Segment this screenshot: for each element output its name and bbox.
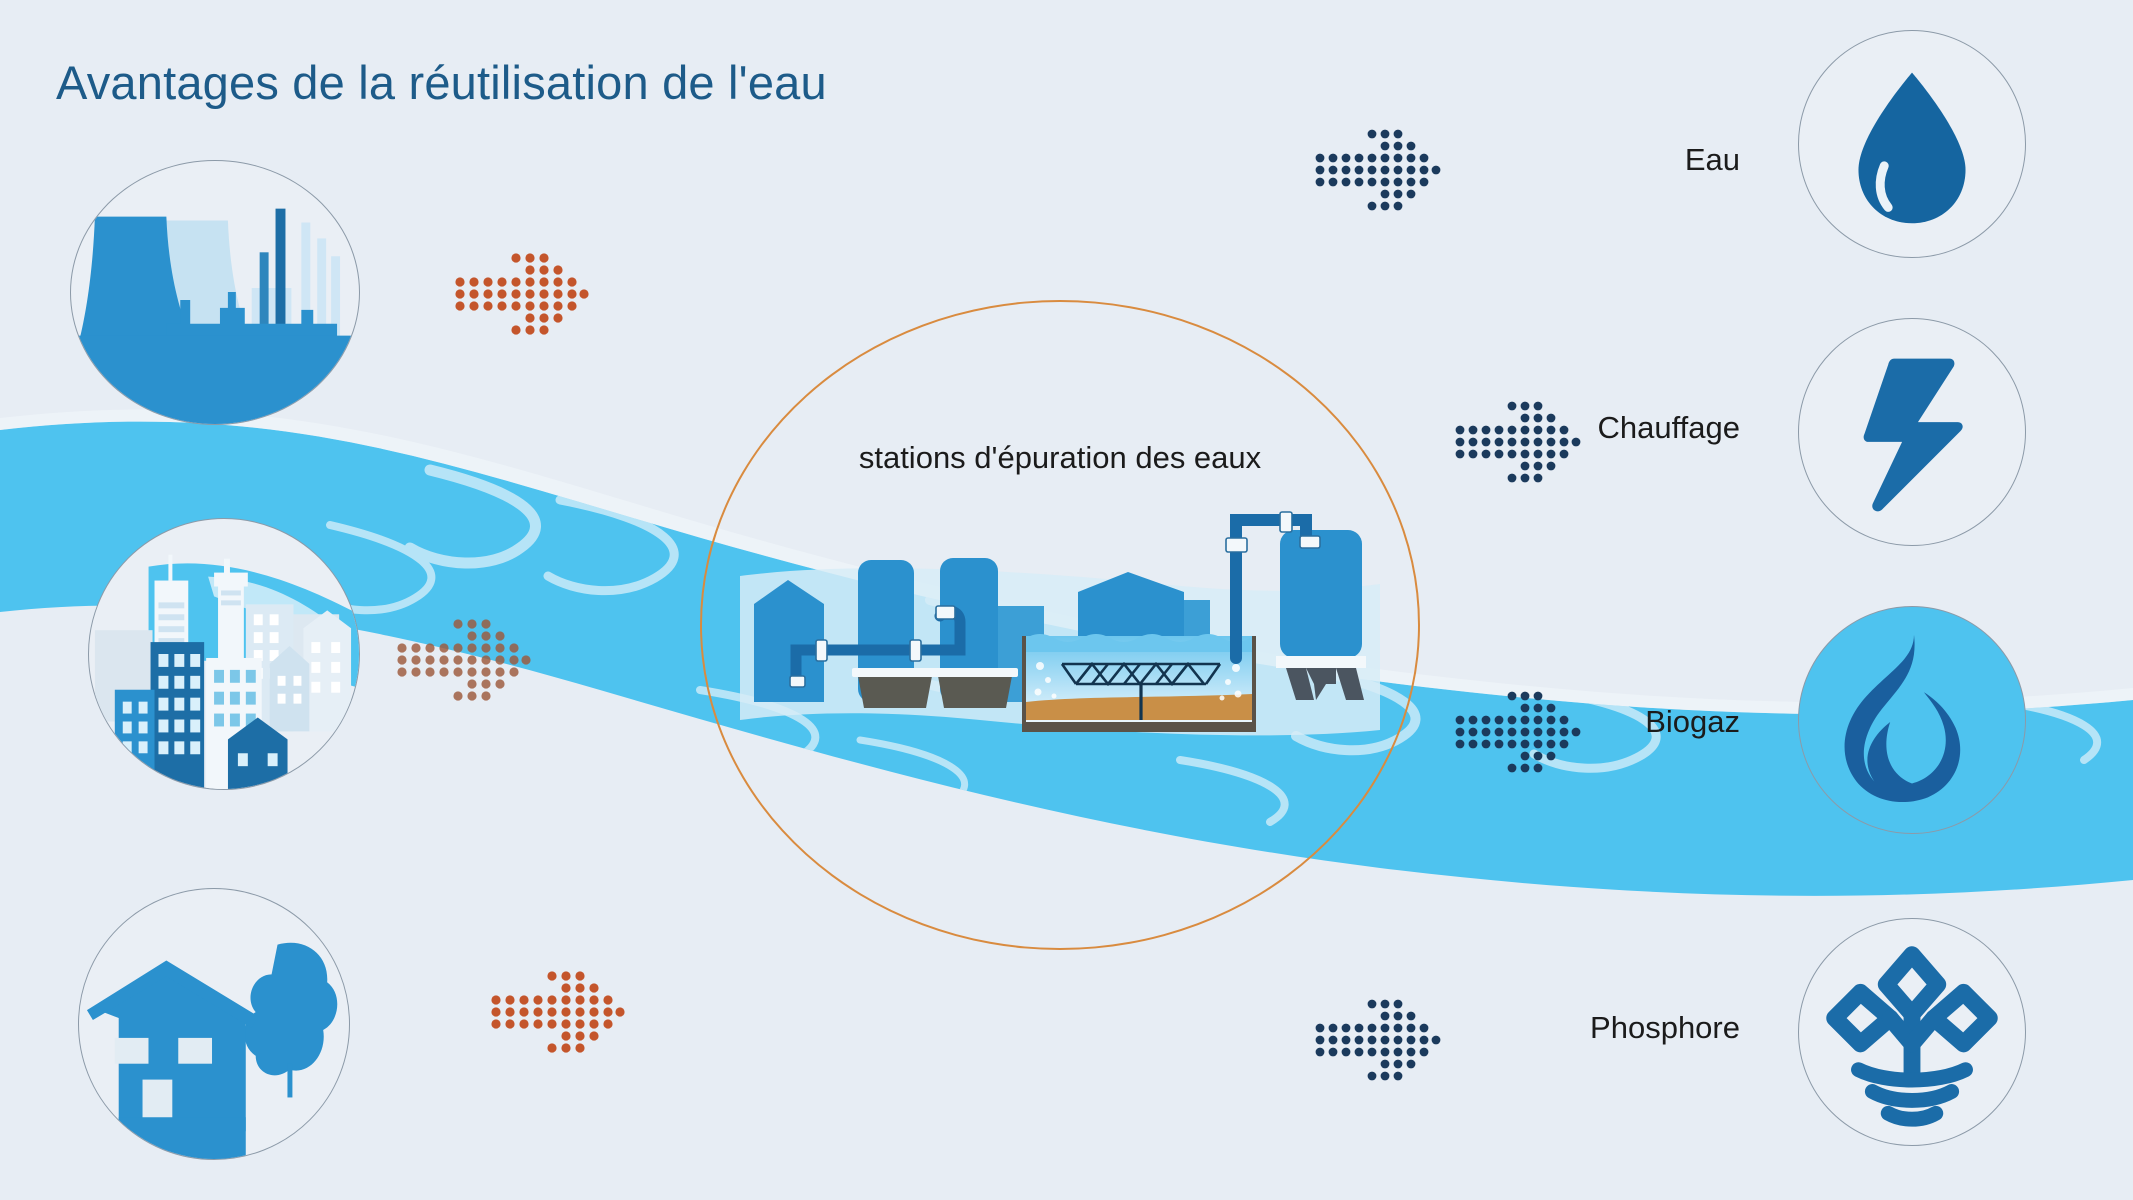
- factory-cooling-tower-icon: [71, 208, 359, 424]
- source-badge-household[interactable]: [78, 888, 350, 1160]
- arrow-plant-to-phosphore: [1312, 990, 1442, 1082]
- wastewater-treatment-plant-illustration: [740, 480, 1380, 750]
- dotted-arrow-right-icon: [1455, 691, 1581, 773]
- output-label-biogaz: Biogaz: [1645, 704, 1740, 739]
- dotted-arrow-right-icon: [1315, 129, 1441, 211]
- lightning-bolt-icon: [1863, 358, 1963, 512]
- dotted-arrow-right-icon: [1315, 999, 1441, 1081]
- output-badge-chauffage[interactable]: [1798, 318, 2026, 546]
- flame-icon: [1844, 634, 1961, 803]
- output-label-chauffage: Chauffage: [1597, 410, 1741, 445]
- arrow-plant-to-eau: [1312, 120, 1442, 212]
- arrow-industry-to-plant: [452, 242, 592, 337]
- plant-label: stations d'épuration des eaux: [858, 440, 1262, 475]
- water-drop-icon: [1858, 72, 1966, 224]
- source-badge-industry[interactable]: [70, 160, 360, 425]
- output-badge-eau[interactable]: [1798, 30, 2026, 258]
- center-focus-ring: [700, 300, 1420, 950]
- output-badge-phosphore[interactable]: [1798, 918, 2026, 1146]
- output-label-eau: Eau: [1684, 142, 1740, 177]
- arrow-city-to-plant: [394, 608, 534, 703]
- plant-sprout-icon: [1826, 946, 1998, 1127]
- output-badge-biogaz[interactable]: [1798, 606, 2026, 834]
- arrow-plant-to-biogaz: [1452, 682, 1582, 774]
- output-label-phosphore: Phosphore: [1590, 1010, 1740, 1045]
- arrow-plant-to-chauffage: [1452, 392, 1582, 484]
- dotted-arrow-right-icon: [455, 253, 589, 335]
- wastewater-treatment-plant-icon: [740, 511, 1380, 736]
- dotted-arrow-right-icon: [491, 971, 625, 1053]
- dotted-arrow-right-icon: [1455, 401, 1581, 483]
- source-badge-city[interactable]: [88, 518, 360, 790]
- house-tree-icon: [86, 942, 338, 1159]
- dotted-arrow-right-icon: [397, 619, 531, 701]
- river-highlight-top: [0, 409, 2133, 715]
- arrow-household-to-plant: [488, 960, 628, 1055]
- city-skyline-icon: [94, 554, 359, 789]
- page-title: Avantages de la réutilisation de l'eau: [56, 56, 827, 109]
